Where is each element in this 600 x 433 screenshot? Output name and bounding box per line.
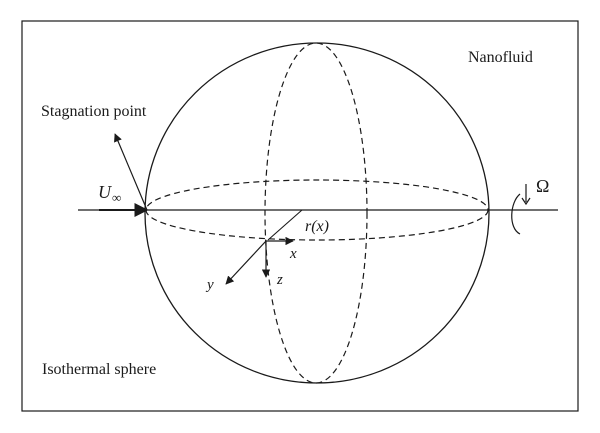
omega-label: Ω [536, 176, 549, 196]
radius-line [267, 209, 303, 241]
x-axis-label: x [289, 246, 297, 262]
rotation-omega-arrow [511, 193, 521, 235]
isothermal-sphere-label: Isothermal sphere [42, 361, 156, 378]
freestream-velocity-subscript: ∞ [112, 190, 121, 205]
freestream-velocity-label: U [98, 182, 112, 202]
stagnation-point-label: Stagnation point [41, 103, 147, 120]
y-axis-label: y [205, 277, 214, 293]
y-axis-arrow [225, 240, 267, 285]
r-of-x-label: r(x) [305, 218, 329, 235]
dashed-meridian [264, 42, 368, 384]
stagnation-point-arrow [114, 133, 148, 211]
sphere-outline [144, 42, 490, 384]
nanofluid-label: Nanofluid [468, 49, 533, 66]
rotation-omega-arrowhead [521, 184, 531, 206]
figure-frame [21, 20, 579, 412]
z-axis-label: z [276, 272, 283, 288]
